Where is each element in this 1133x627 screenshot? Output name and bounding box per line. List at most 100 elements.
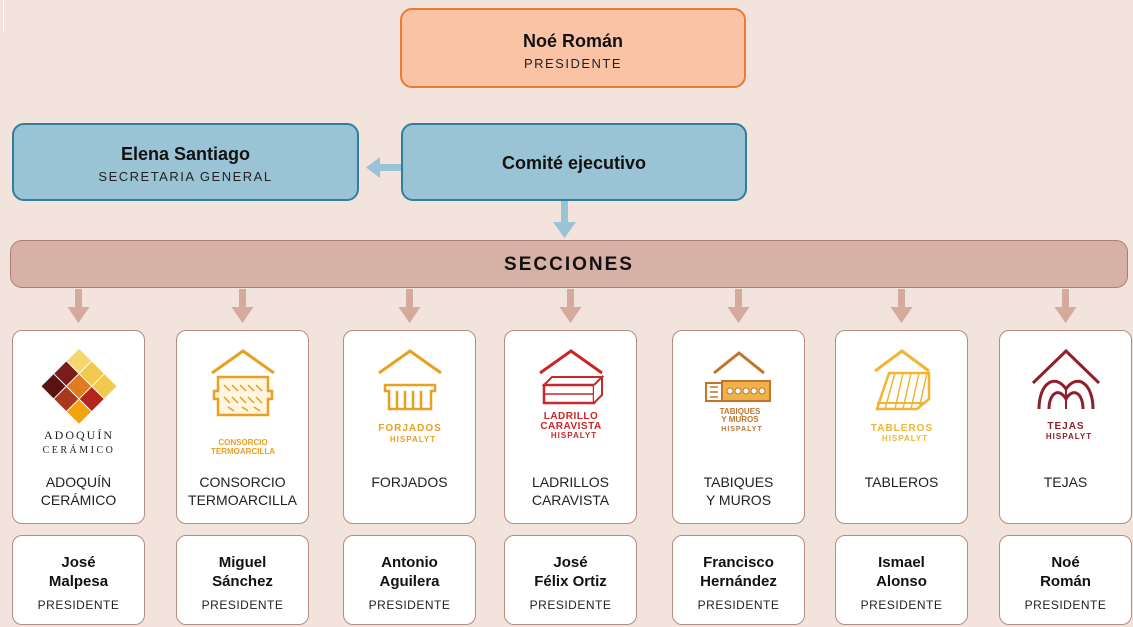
section-label-line-1: TEJAS xyxy=(1043,474,1088,490)
logo-text-line-3: HISPALYT xyxy=(721,426,762,433)
section-president-box: José Félix Ortiz PRESIDENTE xyxy=(504,535,637,625)
section-arrow xyxy=(231,289,254,323)
section-president-role: PRESIDENTE xyxy=(860,598,943,612)
president-name-line-2: Román xyxy=(1040,573,1091,590)
logo-text-line-1: CONSORCIO xyxy=(218,438,267,447)
president-name-line-1: José xyxy=(61,554,96,571)
section-label-line-2: TERMOARCILLA xyxy=(188,492,297,508)
section-label: TEJAS xyxy=(1000,473,1131,491)
logo-text-line-2: HISPALYT xyxy=(1046,432,1092,441)
section-label: ADOQUÍN CERÁMICO xyxy=(13,473,144,509)
section-president-role: PRESIDENTE xyxy=(37,598,120,612)
logo-text-line-1: ADOQUÍN xyxy=(44,428,114,442)
section-president-box: Noé Román PRESIDENTE xyxy=(999,535,1132,625)
section-president-box: Miguel Sánchez PRESIDENTE xyxy=(176,535,309,625)
section-president-role: PRESIDENTE xyxy=(1024,598,1107,612)
section-card-tejas: TEJAS HISPALYT TEJAS xyxy=(999,330,1132,524)
adoquin-ceramico-logo-icon: ADOQUÍN CERÁMICO xyxy=(41,348,117,456)
section-president-role: PRESIDENTE xyxy=(697,598,780,612)
president-name-line-2: Malpesa xyxy=(48,573,109,590)
section-card-adoquin: ADOQUÍN CERÁMICO ADOQUÍN CERÁMICO xyxy=(12,330,145,524)
president-name-line-1: Noé xyxy=(1051,554,1080,571)
section-president-name: Miguel Sánchez xyxy=(177,553,308,591)
president-name-line-2: Hernández xyxy=(700,573,777,590)
committee-name: Comité ejecutivo xyxy=(501,153,647,173)
section-card-forjados: FORJADOS HISPALYT FORJADOS xyxy=(343,330,476,524)
logo-text-line-2: HISPALYT xyxy=(390,435,436,444)
section-president-box: Francisco Hernández PRESIDENTE xyxy=(672,535,805,625)
section-card-termoarcilla: CONSORCIO TERMOARCILLA CONSORCIO TERMOAR… xyxy=(176,330,309,524)
secretary-role: SECRETARIA GENERAL xyxy=(98,169,273,184)
section-label: LADRILLOS CARAVISTA xyxy=(505,473,636,509)
section-arrows xyxy=(67,289,1077,323)
president-role: PRESIDENTE xyxy=(523,56,623,71)
section-card-caravista: LADRILLO CARAVISTA HISPALYT LADRILLOS CA… xyxy=(504,330,637,524)
section-president-name: Antonio Aguilera xyxy=(344,553,475,591)
committee-box: Comité ejecutivo xyxy=(401,123,747,201)
section-arrow xyxy=(559,289,582,323)
section-president-name: José Malpesa xyxy=(13,553,144,591)
section-label-line-2: Y MUROS xyxy=(705,492,772,508)
section-president-name: Francisco Hernández xyxy=(673,553,804,591)
arrow-committee-to-secretary xyxy=(366,157,402,178)
tabiques-muros-logo-icon: TABIQUES Y MUROS HISPALYT xyxy=(705,351,771,433)
tejas-hispalyt-logo-icon: TEJAS HISPALYT xyxy=(1031,348,1101,441)
section-label: CONSORCIO TERMOARCILLA xyxy=(177,473,308,509)
section-president-box: Antonio Aguilera PRESIDENTE xyxy=(343,535,476,625)
logo-text-line-1: FORJADOS xyxy=(378,423,442,434)
logo-text-line-1: LADRILLO xyxy=(544,411,599,422)
president-name: Noé Román xyxy=(522,31,623,51)
section-label-line-1: ADOQUÍN xyxy=(45,474,112,490)
forjados-hispalyt-logo-icon: FORJADOS HISPALYT xyxy=(378,349,442,444)
ladrillo-caravista-logo-icon: LADRILLO CARAVISTA HISPALYT xyxy=(539,349,605,440)
section-arrow xyxy=(1054,289,1077,323)
president-name-line-2: Sánchez xyxy=(212,573,273,590)
section-president-name: Ismael Alonso xyxy=(836,553,967,591)
section-label-line-1: FORJADOS xyxy=(371,474,448,490)
logo-text-line-2: Y MUROS xyxy=(721,415,759,424)
edge-divider xyxy=(3,0,4,32)
logo-text-line-3: HISPALYT xyxy=(551,431,597,440)
sections-header: SECCIONES xyxy=(10,240,1128,288)
section-arrow xyxy=(398,289,421,323)
president-name-line-1: Ismael xyxy=(878,554,925,571)
logo-text-line-2: TERMOARCILLA xyxy=(211,447,275,456)
section-arrow xyxy=(890,289,913,323)
president-name-line-1: Francisco xyxy=(703,554,774,571)
president-box: Noé Román PRESIDENTE xyxy=(400,8,746,88)
section-label: FORJADOS xyxy=(344,473,475,491)
logo-text-line-1: TABIQUES xyxy=(720,407,761,416)
section-label-line-2: CARAVISTA xyxy=(531,492,610,508)
president-name-line-1: Antonio xyxy=(381,554,438,571)
logo-text-line-2: CARAVISTA xyxy=(540,421,601,432)
section-label: TABIQUES Y MUROS xyxy=(673,473,804,509)
section-arrow xyxy=(67,289,90,323)
president-name-line-1: José xyxy=(553,554,588,571)
president-name-line-1: Miguel xyxy=(218,554,267,571)
section-label-line-1: LADRILLOS xyxy=(531,474,610,490)
logo-text-line-2: HISPALYT xyxy=(882,434,928,443)
section-label: TABLEROS xyxy=(836,473,967,491)
arrow-committee-to-sections xyxy=(553,201,576,238)
logo-text-line-1: TEJAS xyxy=(1047,421,1084,432)
logo-text-line-2: CERÁMICO xyxy=(43,444,116,456)
consorcio-termoarcilla-logo-icon: CONSORCIO TERMOARCILLA xyxy=(211,349,275,456)
logo-text-line-1: TABLEROS xyxy=(871,423,933,434)
section-arrow xyxy=(727,289,750,323)
section-president-name: Noé Román xyxy=(1000,553,1131,591)
section-president-box: Ismael Alonso PRESIDENTE xyxy=(835,535,968,625)
section-president-name: José Félix Ortiz xyxy=(505,553,636,591)
section-president-role: PRESIDENTE xyxy=(529,598,612,612)
secretary-box: Elena Santiago SECRETARIA GENERAL xyxy=(12,123,359,201)
president-name-line-2: Alonso xyxy=(876,573,927,590)
section-president-box: José Malpesa PRESIDENTE xyxy=(12,535,145,625)
section-label-line-1: TABIQUES xyxy=(703,474,774,490)
section-label-line-1: CONSORCIO xyxy=(199,474,286,490)
secretary-name: Elena Santiago xyxy=(120,144,251,164)
section-label-line-2: CERÁMICO xyxy=(40,492,117,508)
section-label-line-1: TABLEROS xyxy=(864,474,939,490)
section-president-role: PRESIDENTE xyxy=(201,598,284,612)
section-president-role: PRESIDENTE xyxy=(368,598,451,612)
section-card-tableros: TABLEROS HISPALYT TABLEROS xyxy=(835,330,968,524)
